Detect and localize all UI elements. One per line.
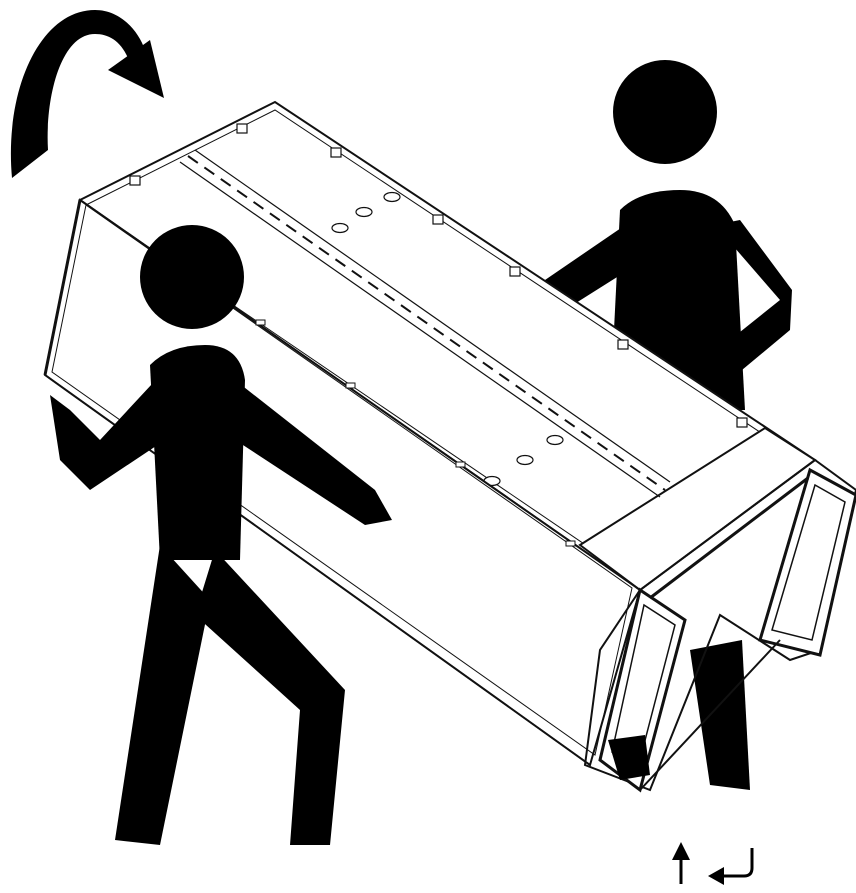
cabinet-bracket bbox=[433, 215, 443, 224]
cabinet-hole bbox=[517, 456, 533, 465]
cabinet-clip bbox=[566, 541, 575, 546]
cabinet-hole bbox=[332, 224, 348, 233]
cabinet-bracket bbox=[130, 176, 140, 185]
person-back-legs bbox=[690, 640, 750, 790]
cabinet-clip bbox=[256, 320, 265, 325]
person-front-head bbox=[140, 225, 244, 329]
person-back-left-foot bbox=[608, 735, 650, 780]
rotate-arrow-icon bbox=[11, 10, 164, 178]
cabinet-end-frame-back bbox=[760, 470, 856, 655]
arrow-turn-down-left-icon bbox=[708, 848, 752, 885]
cabinet-clip bbox=[346, 383, 355, 388]
cabinet-bracket bbox=[510, 267, 520, 276]
cabinet-clip bbox=[456, 462, 465, 467]
cabinet-bracket bbox=[737, 418, 747, 427]
cabinet-hole bbox=[547, 436, 563, 445]
person-back-head bbox=[613, 60, 717, 164]
arrow-up-icon bbox=[672, 842, 690, 884]
cabinet-bracket bbox=[237, 124, 247, 133]
person-back-feet bbox=[608, 735, 650, 780]
person-front-left-leg bbox=[115, 545, 210, 845]
cabinet-hole bbox=[356, 208, 372, 217]
person-front-right-leg bbox=[195, 550, 345, 845]
cabinet-bracket bbox=[618, 340, 628, 349]
cabinet-hole bbox=[384, 193, 400, 202]
cabinet-bracket bbox=[331, 148, 341, 157]
